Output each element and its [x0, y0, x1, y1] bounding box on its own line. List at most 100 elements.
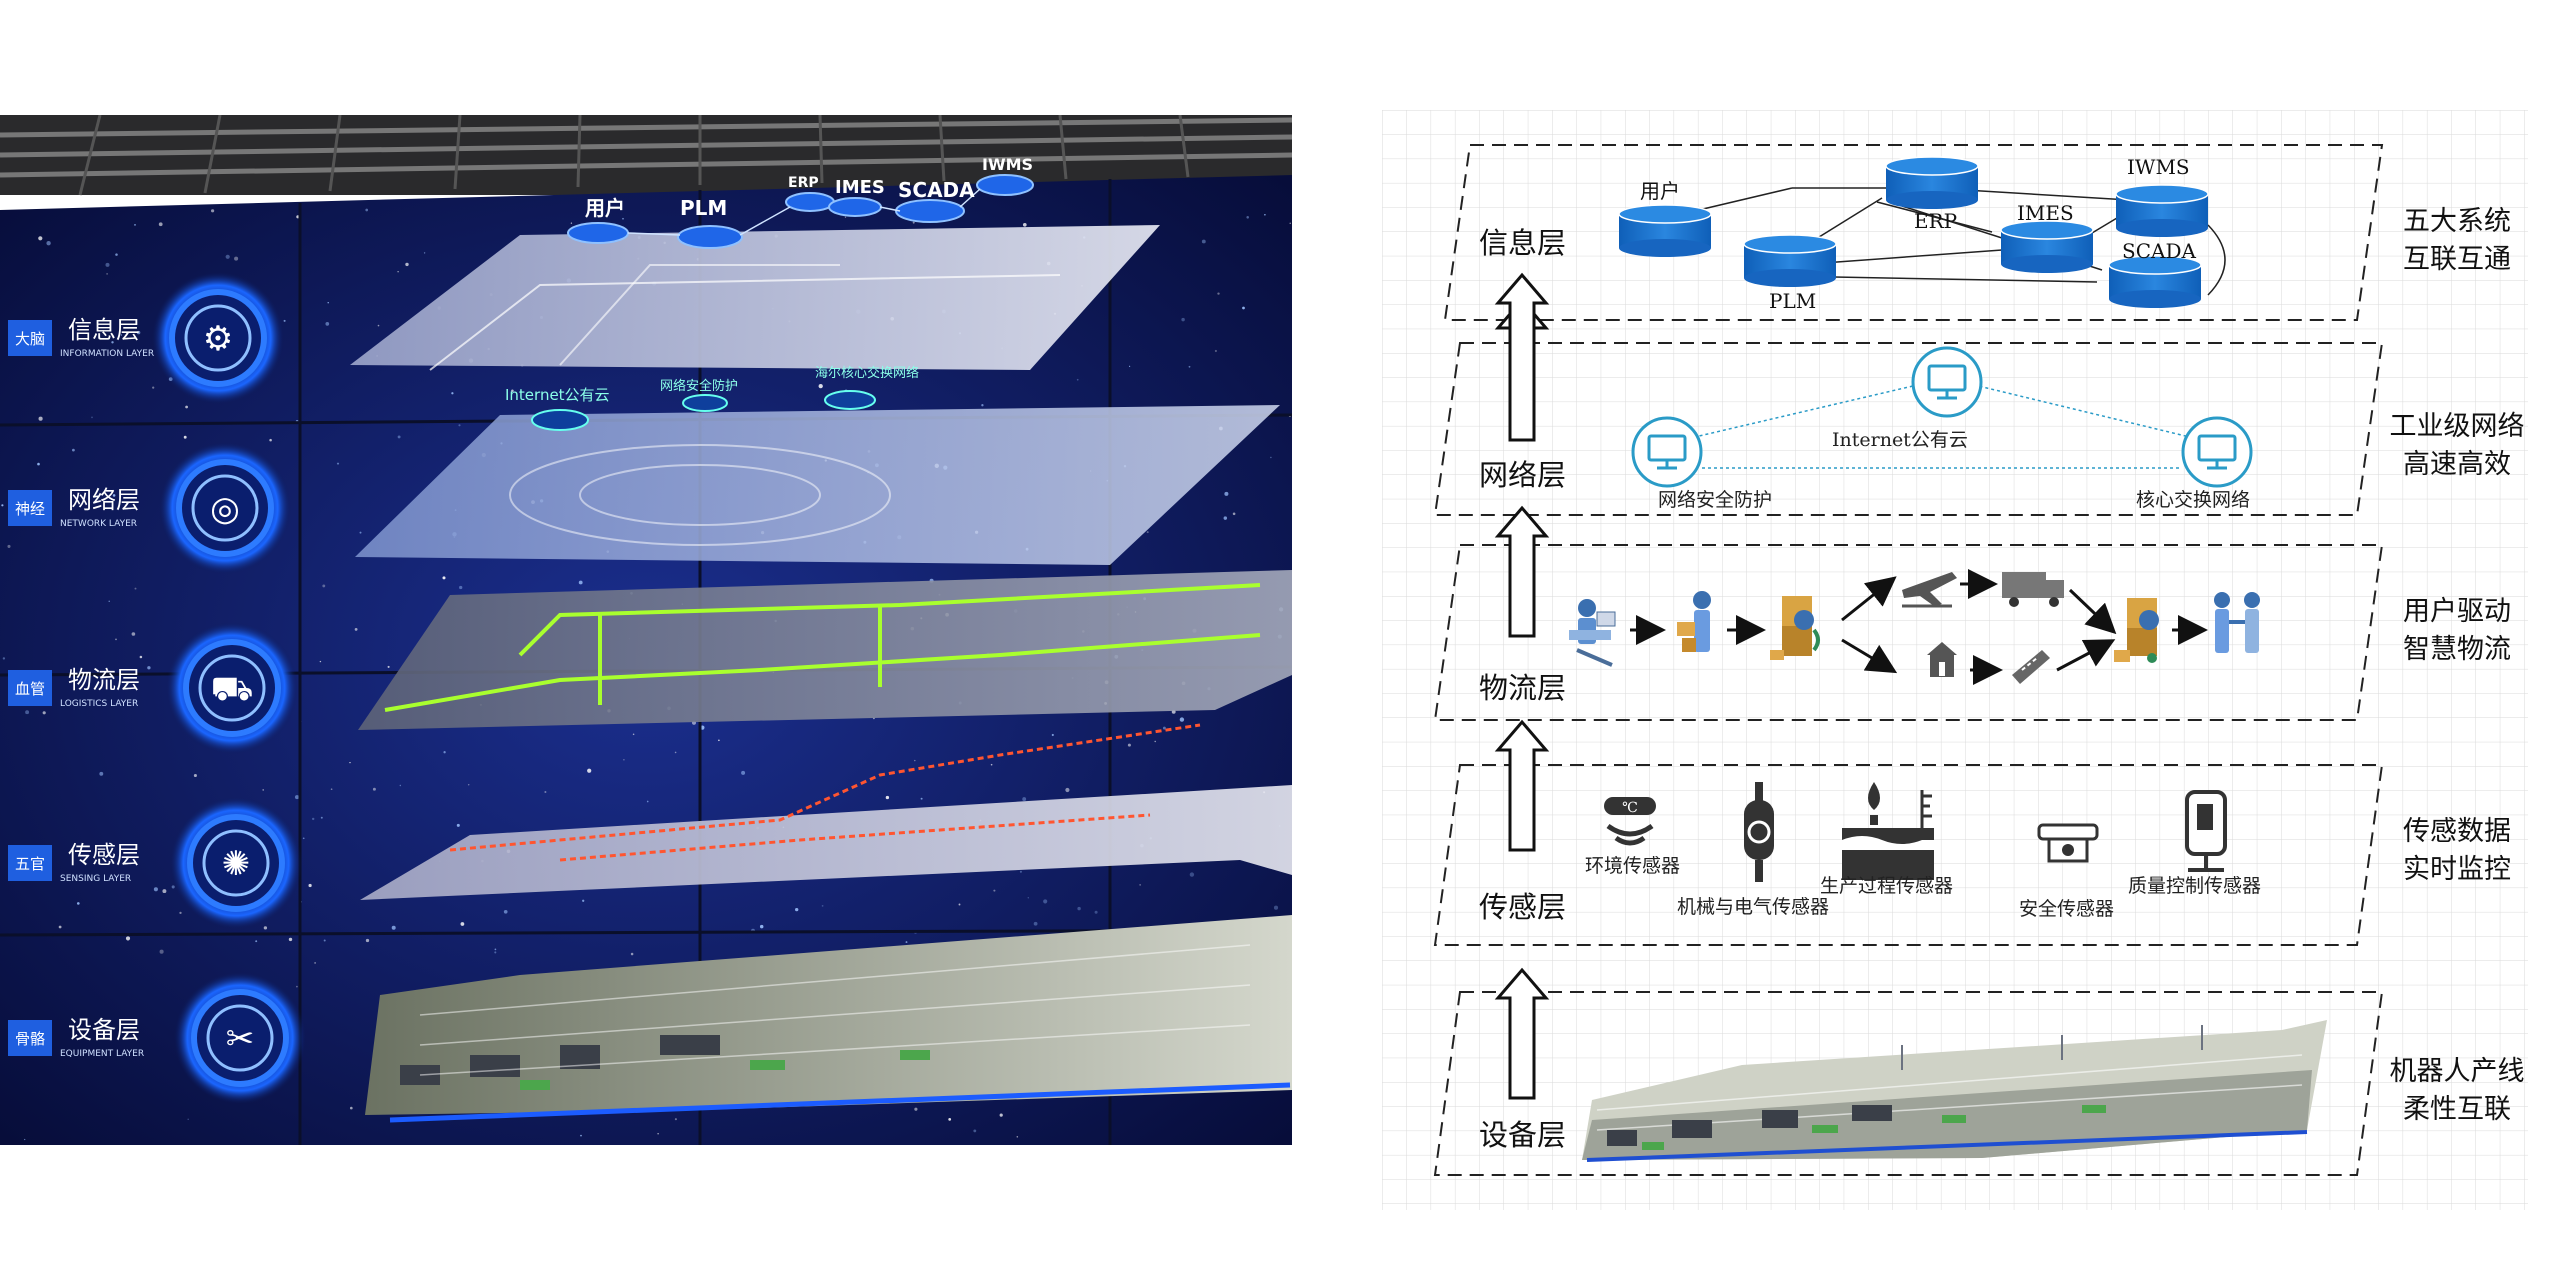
photo-network-core: 海尔核心交换网络: [815, 365, 919, 381]
delivery-boxes-icon: [2114, 598, 2159, 663]
equipment-desc-line1: 机器人产线: [2390, 1056, 2525, 1087]
tools-icon: ✂: [226, 1019, 255, 1059]
system-imes-label: IMES: [2017, 201, 2074, 225]
photo-layer-tag: 神经: [15, 500, 45, 518]
photo-layer-1: 大脑 信息层 INFORMATION LAYER ⚙: [8, 272, 284, 404]
airplane-icon: [1902, 572, 1957, 608]
photo-system-scada: SCADA: [898, 178, 975, 202]
photo-layer-4: 五官传感层SENSING LAYER✺: [8, 797, 302, 929]
photo-system-iwms: IWMS: [982, 155, 1033, 174]
photo-layer-ring-inner: [191, 474, 259, 542]
system-plm-label: PLM: [1769, 289, 1816, 313]
photo-system-user: 用户: [585, 196, 625, 220]
environment-sensor-icon: ℃: [1604, 797, 1656, 846]
order-person-icon: [1569, 599, 1616, 667]
ceiling-slats: [0, 115, 1292, 196]
system-erp-label: ERP: [1914, 209, 1957, 233]
network-desc-line2: 高速高效: [2403, 449, 2511, 480]
photo-layer-tag-bg: [8, 845, 52, 881]
erp-database-icon: [1885, 156, 1979, 210]
diagram-layer-sensing: 传感层: [1479, 890, 1566, 924]
photo-system-imes: IMES: [835, 177, 885, 198]
photo-layer-tag-bg: [8, 320, 52, 356]
info-arrow: [1494, 272, 1550, 442]
process-sensor-icon: [1842, 782, 1934, 880]
info-layer-frame: [1443, 144, 2384, 321]
photo-layer-tag: 大脑: [15, 330, 45, 348]
imes-database-icon: [2000, 220, 2094, 274]
equipment-desc-line2: 柔性互联: [2403, 1094, 2511, 1125]
sensing-plate: [360, 723, 1292, 900]
scada-database-icon: [2108, 255, 2202, 309]
production-line-image: [1582, 1020, 2327, 1162]
cloud-monitor-icon: [1911, 346, 1983, 418]
truck-icon: ⛟: [211, 669, 254, 709]
photo-layer-name: 物流层: [68, 666, 140, 694]
photo-layer-ring-inner: [184, 304, 252, 372]
logistics-desc-line2: 智慧物流: [2403, 634, 2511, 665]
architecture-diagram: 信息层 网络层 物流层 传感层 设备层 五大系统 互联互通 工业级网络 高速高效…: [1382, 110, 2528, 1210]
temperature-unit-label: ℃: [1622, 800, 1638, 816]
photo-layer-tag: 骨骼: [15, 1030, 45, 1048]
photo-system-plm: PLM: [680, 196, 727, 220]
photo-layer-name: 传感层: [68, 841, 140, 869]
sensor-process-label: 生产过程传感器: [1820, 875, 1953, 897]
road-icon: [2012, 650, 2050, 684]
sensor-env-label: 环境传感器: [1585, 855, 1680, 877]
photo-layer-tag: 血管: [15, 680, 45, 698]
plm-database-icon: [1743, 234, 1837, 288]
photo-layer-5: 骨骼 设备层 EQUIPMENT LAYER ✂: [8, 972, 306, 1104]
security-monitor-icon: [1631, 416, 1703, 488]
photo-layer-ring-inner: [202, 829, 270, 897]
equipment-layer-frame: [1433, 991, 2384, 1176]
photo-layer-tag-bg: [8, 490, 52, 526]
sensor-safety-label: 安全传感器: [2019, 898, 2114, 920]
safety-sensor-icon: [2037, 823, 2099, 863]
photo-network-security: 网络安全防护: [660, 378, 738, 394]
photo-layer-ring-inner: [206, 1004, 274, 1072]
photo-layer-tag-bg: [8, 670, 52, 706]
photo-layer-english: EQUIPMENT LAYER: [60, 1049, 144, 1059]
network-core-label: 核心交换网络: [2136, 489, 2250, 511]
photo-layer-name: 设备层: [68, 1016, 140, 1044]
photo-layer-english: INFORMATION LAYER: [60, 349, 154, 359]
core-switch-monitor-icon: [2181, 416, 2253, 488]
logistics-layer-frame: [1433, 544, 2384, 721]
quality-sensor-icon: [2185, 790, 2227, 872]
logistics-desc-line1: 用户驱动: [2403, 596, 2511, 627]
iwms-database-icon: [2115, 184, 2209, 238]
layer-frames: [1433, 144, 2384, 1176]
diagram-layer-equipment: 设备层: [1479, 1118, 1566, 1152]
handshake-people-icon: [2214, 592, 2260, 653]
mechanical-sensor-icon: [1744, 782, 1774, 882]
gear-icon: ⚙: [203, 319, 233, 359]
photo-layer-name: 信息层: [68, 316, 140, 344]
photo-layer-english: SENSING LAYER: [60, 874, 131, 884]
network-cloud-label: Internet公有云: [1832, 429, 1968, 451]
diagram-layer-logistics: 物流层: [1479, 671, 1566, 705]
info-plate: [350, 225, 1160, 371]
diagram-layer-network: 网络层: [1479, 458, 1566, 492]
photo-layer-name: 网络层: [68, 486, 140, 514]
warehouse-icon: [1927, 642, 1957, 677]
sensing-desc-line2: 实时监控: [2403, 854, 2511, 885]
photo-layer-tag: 五官: [15, 855, 45, 873]
equipment-plate: [365, 915, 1292, 1123]
logistics-flow: [1569, 569, 2260, 685]
sensor-mech-label: 机械与电气传感器: [1677, 896, 1829, 918]
network-links: [1681, 381, 2203, 469]
photo-layer-ring-inner: [198, 654, 266, 722]
sensor-quality-label: 质量控制传感器: [2128, 875, 2261, 897]
photo-network-cloud: Internet公有云: [505, 386, 610, 404]
sensors: ℃: [1585, 782, 2261, 920]
photo-system-erp: ERP: [788, 175, 819, 191]
info-desc-line2: 互联互通: [2403, 244, 2511, 275]
user-database-icon: [1618, 204, 1712, 258]
info-systems: 用户 PLM ERP IMES SCADA IWMS: [567, 155, 1034, 249]
photo-layer-tag-bg: [8, 1020, 52, 1056]
sensing-layer-frame: [1433, 764, 2384, 946]
network-layer-frame: [1433, 342, 2384, 516]
globe-icon: ◎: [210, 489, 240, 529]
logistics-plate: [358, 570, 1292, 730]
photo-layer-english: LOGISTICS LAYER: [60, 699, 138, 709]
